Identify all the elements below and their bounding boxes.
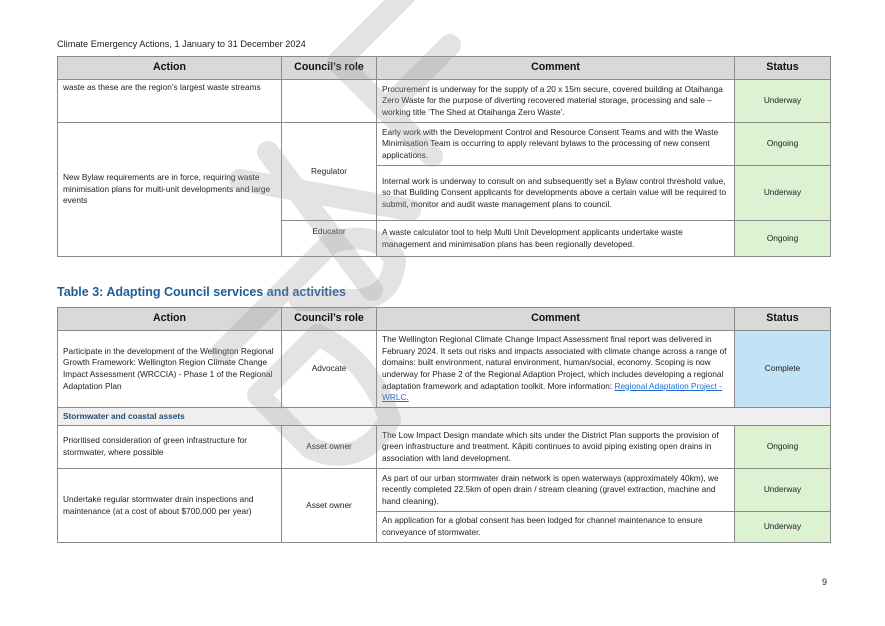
comment-cell: A waste calculator tool to help Multi Un… bbox=[376, 220, 735, 257]
action-cell: Prioritised consideration of green infra… bbox=[57, 425, 282, 469]
column-header-action: Action bbox=[57, 307, 282, 331]
table-2-continued: Action Council’s role Comment Status was… bbox=[57, 56, 831, 257]
role-cell: Regulator bbox=[281, 122, 377, 221]
status-badge: Underway bbox=[734, 165, 831, 221]
column-header-action: Action bbox=[57, 56, 282, 80]
table-row: waste as these are the region’s largest … bbox=[57, 79, 831, 123]
table-3-title: Table 3: Adapting Council services and a… bbox=[57, 285, 346, 299]
action-cell: Participate in the development of the We… bbox=[57, 330, 282, 408]
comment-cell: An application for a global consent has … bbox=[376, 511, 735, 543]
table-row: Educator A waste calculator tool to help… bbox=[58, 220, 831, 257]
status-badge: Ongoing bbox=[734, 425, 831, 469]
comment-cell: Internal work is underway to consult on … bbox=[376, 165, 735, 221]
table-row: Undertake regular stormwater drain inspe… bbox=[57, 468, 831, 543]
role-cell bbox=[281, 79, 377, 123]
page-number: 9 bbox=[822, 577, 828, 587]
comment-text: The Wellington Regional Climate Change I… bbox=[382, 334, 727, 391]
section-row: Stormwater and coastal assets bbox=[57, 407, 831, 426]
running-header: Climate Emergency Actions, 1 January to … bbox=[57, 39, 306, 49]
role-cell: Advocate bbox=[281, 330, 377, 408]
column-header-comment: Comment bbox=[376, 307, 735, 331]
regional-adaptation-project-link[interactable]: Regional Adaptation Project - WRLC. bbox=[382, 380, 722, 403]
table-3: Action Council’s role Comment Status Par… bbox=[57, 307, 831, 543]
table-row: New Bylaw requirements are in force, req… bbox=[57, 122, 831, 257]
status-badge: Ongoing bbox=[734, 220, 831, 257]
column-header-comment: Comment bbox=[376, 56, 735, 80]
table-header-row: Action Council’s role Comment Status bbox=[57, 307, 831, 331]
role-cell: Asset owner bbox=[281, 468, 377, 543]
status-badge: Underway bbox=[734, 511, 831, 543]
column-header-status: Status bbox=[734, 307, 831, 331]
comment-cell: As part of our urban stormwater drain ne… bbox=[376, 468, 735, 512]
action-cell: New Bylaw requirements are in force, req… bbox=[57, 122, 282, 257]
action-cell: waste as these are the region’s largest … bbox=[57, 79, 282, 123]
status-badge: Ongoing bbox=[734, 122, 831, 166]
table-row: Internal work is underway to consult on … bbox=[58, 165, 831, 221]
section-heading-stormwater: Stormwater and coastal assets bbox=[57, 407, 831, 426]
comment-cell: The Wellington Regional Climate Change I… bbox=[376, 330, 735, 408]
comment-cell: The Low Impact Design mandate which sits… bbox=[376, 425, 735, 469]
status-badge: Complete bbox=[734, 330, 831, 408]
column-header-status: Status bbox=[734, 56, 831, 80]
table-row: Prioritised consideration of green infra… bbox=[57, 425, 831, 469]
status-badge: Underway bbox=[734, 79, 831, 123]
role-cell: Asset owner bbox=[281, 425, 377, 469]
table-row: Participate in the development of the We… bbox=[57, 330, 831, 408]
table-row: An application for a global consent has … bbox=[58, 511, 831, 543]
comment-cell: Procurement is underway for the supply o… bbox=[376, 79, 735, 123]
status-badge: Underway bbox=[734, 468, 831, 512]
comment-cell: Early work with the Development Control … bbox=[376, 122, 735, 166]
column-header-role: Council’s role bbox=[281, 307, 377, 331]
role-cell: Educator bbox=[281, 220, 377, 257]
table-header-row: Action Council’s role Comment Status bbox=[57, 56, 831, 80]
column-header-role: Council’s role bbox=[281, 56, 377, 80]
action-cell: Undertake regular stormwater drain inspe… bbox=[57, 468, 282, 543]
